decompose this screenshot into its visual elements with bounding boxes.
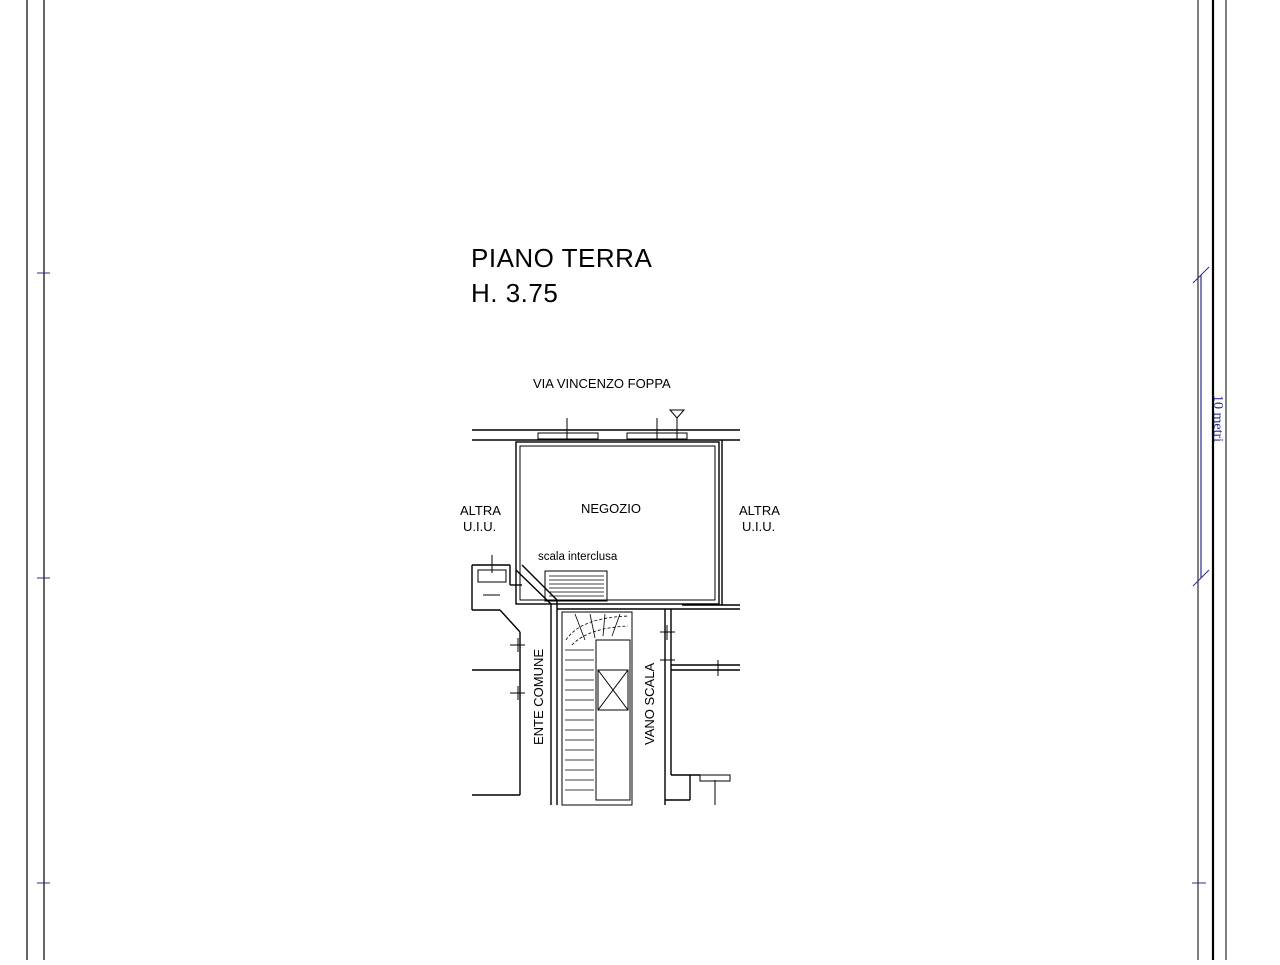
room-label-other-right-1: ALTRA [739,503,780,518]
stair-treads [549,575,629,791]
plan-walls [471,409,740,806]
room-label-other-right-2: U.I.U. [742,519,775,534]
room-label-ente-comune: ENTE COMUNE [531,649,546,745]
room-label-negozio: NEGOZIO [581,501,641,516]
door-markers [483,555,719,700]
scale-bar-label: 10 metri [1210,395,1225,442]
room-label-scala-interclusa: scala interclusa [538,551,618,563]
sheet-frame [26,0,1227,960]
scale-bar: 10 metri [1192,266,1225,587]
floor-height: H. 3.75 [471,278,558,308]
street-label: VIA VINCENZO FOPPA [533,376,671,391]
room-label-vano-scala: VANO SCALA [642,663,657,745]
room-label-other-left-2: U.I.U. [463,519,496,534]
room-label-other-left-1: ALTRA [460,503,501,518]
floor-title: PIANO TERRA [471,243,652,273]
